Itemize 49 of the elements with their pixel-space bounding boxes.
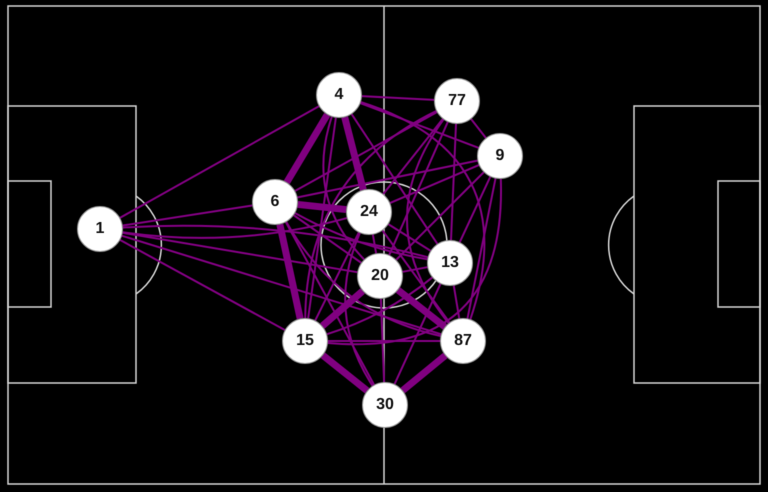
pass-line: [314, 232, 360, 321]
pass-line: [344, 232, 374, 386]
pass-line: [320, 352, 370, 394]
pass-line: [120, 239, 286, 331]
pass-line: [304, 110, 437, 318]
pass-line: [294, 111, 438, 192]
pass-line: [297, 160, 478, 198]
pass-line: [122, 217, 348, 239]
pass-line: [326, 276, 433, 336]
pass-line: [328, 340, 440, 342]
pass-line: [400, 352, 448, 394]
pass-line: [458, 176, 492, 243]
pass-line: [396, 287, 448, 330]
pass-line: [466, 178, 496, 319]
pass-line: [284, 112, 330, 184]
pass-line: [394, 284, 442, 384]
pass-line: [120, 105, 320, 219]
pass-line: [372, 234, 378, 254]
pass-line: [328, 178, 502, 346]
pass-line: [470, 118, 487, 138]
pass-line: [298, 200, 346, 214]
pass-line: [320, 288, 365, 329]
pass-line: [122, 234, 442, 336]
pass-line: [122, 204, 252, 226]
pass-line: [294, 212, 428, 260]
pass-line: [388, 223, 432, 252]
pass-line: [390, 164, 480, 204]
pass-line: [360, 102, 479, 149]
pass-line: [388, 122, 449, 256]
pass-line: [380, 298, 386, 382]
pass-line: [362, 95, 434, 101]
pass-line: [402, 266, 428, 273]
pass-line: [285, 222, 375, 386]
pass-line: [396, 172, 484, 260]
pass-line: [382, 230, 450, 323]
pass-line: [406, 119, 450, 324]
pass-line: [452, 286, 460, 318]
pass-line: [285, 221, 441, 337]
pass-line: [382, 118, 444, 195]
pass-line: [122, 224, 428, 258]
pass-line: [450, 124, 457, 240]
pass-line: [122, 232, 358, 274]
pass-line: [322, 116, 365, 260]
pass-line: [350, 114, 438, 244]
pass-line: [341, 116, 367, 191]
pass-line: [307, 118, 337, 318]
pass-line: [360, 101, 486, 320]
pass-line: [276, 224, 304, 320]
pass-line: [293, 214, 362, 264]
